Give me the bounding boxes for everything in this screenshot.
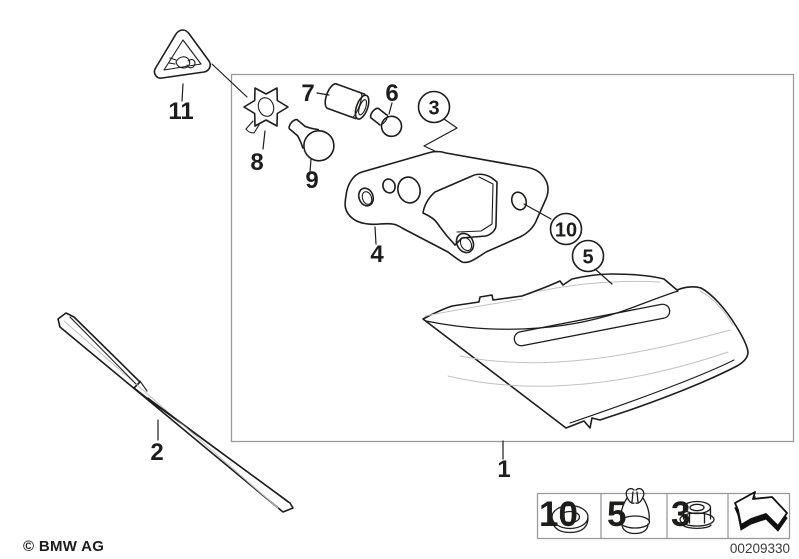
flange-nut-icon — [679, 500, 715, 530]
plate-outline — [344, 150, 549, 264]
callout-label-2[interactable]: 2 — [150, 439, 163, 466]
lamp-bottom-inner-line — [569, 359, 735, 424]
holder-body — [326, 83, 366, 120]
plate-hole-5-inner — [459, 236, 473, 252]
copyright-text: © BMW AG — [23, 538, 104, 555]
callout-10-leader — [523, 203, 552, 220]
callout-label-5[interactable]: 5 — [582, 247, 593, 269]
plate-hole-3 — [397, 176, 421, 204]
trim-notch — [133, 380, 148, 395]
bulb-large — [288, 118, 335, 162]
legend-cell-5[interactable]: 5 — [607, 487, 651, 535]
lamp-reflection-2 — [447, 351, 729, 387]
lamp-reflection-1 — [459, 329, 731, 364]
trim-strip — [57, 312, 294, 513]
callout-3-leader — [423, 118, 458, 153]
triangle-to-socket-leader — [211, 63, 248, 98]
small-bulb-base — [370, 107, 388, 126]
warning-triangle-icon — [153, 29, 211, 79]
callout-7-leader — [316, 92, 330, 96]
legend-cell-10[interactable]: 10 — [539, 495, 589, 534]
plate-cutout — [422, 173, 498, 246]
large-bulb-base-cap — [288, 118, 299, 130]
small-bulb-base-cap — [369, 107, 380, 119]
callout-label-8[interactable]: 8 — [250, 149, 263, 176]
callout-11-tick — [181, 83, 184, 102]
lamp-ledge-highlight — [424, 298, 523, 317]
trim-outline — [57, 312, 294, 513]
legend-label-10[interactable]: 10 — [539, 495, 578, 534]
small-bulb-glass — [380, 115, 403, 138]
legend-cell-arrow[interactable] — [734, 491, 788, 532]
callout-label-11[interactable]: 11 — [168, 98, 193, 125]
callout-label-1[interactable]: 1 — [497, 456, 510, 483]
callout-label-9[interactable]: 9 — [305, 167, 318, 194]
lamp-reflector-strip — [513, 303, 671, 347]
document-number: 00209330 — [730, 541, 790, 556]
socket-star-outline — [243, 87, 289, 127]
holder-opening — [358, 99, 368, 116]
legend: 10 5 3 — [536, 487, 791, 540]
plate-hole-5 — [455, 232, 475, 254]
callout-4-tick — [374, 226, 377, 245]
callout-5-circle[interactable] — [571, 239, 605, 273]
callout-label-10[interactable]: 10 — [555, 220, 577, 242]
small-bulb-collar — [378, 113, 389, 126]
lamp-fin-highlight — [539, 280, 661, 292]
lamp-right-highlight — [699, 290, 734, 326]
plate-hole-1-inner — [361, 191, 373, 205]
rear-light-assembly — [422, 273, 749, 429]
direction-arrow-icon — [734, 491, 788, 532]
plate-hole-2 — [382, 178, 396, 194]
callout-label-6[interactable]: 6 — [385, 80, 398, 107]
plate-cutout-wall — [456, 176, 494, 233]
callout-9-tick — [309, 158, 312, 173]
socket-tab — [245, 120, 260, 134]
bulb-socket — [243, 87, 289, 134]
callout-label-3[interactable]: 3 — [428, 98, 439, 120]
callout-8-tick — [262, 130, 266, 150]
holder-end — [354, 94, 370, 120]
triangle-outer — [153, 29, 211, 79]
triangle-inner — [163, 39, 202, 71]
lamp-outline — [422, 273, 749, 429]
trim-ridge-2 — [69, 316, 289, 503]
grommet-icon — [551, 504, 589, 534]
large-bulb-neck — [296, 125, 319, 149]
callout-3-circle[interactable] — [417, 90, 451, 124]
diagram-frame — [230, 73, 795, 443]
large-bulb-base — [288, 119, 306, 137]
callout-6-tick — [388, 102, 393, 115]
plate-hole-1 — [357, 187, 375, 207]
plug-hand-glyph — [168, 56, 196, 69]
bulb-holder — [324, 83, 370, 120]
legend-border — [536, 492, 791, 540]
callout-label-7[interactable]: 7 — [301, 80, 314, 107]
legend-cell-3[interactable]: 3 — [671, 495, 715, 534]
large-bulb-glass — [303, 129, 335, 162]
socket-center — [257, 97, 275, 117]
bulb-small — [369, 107, 403, 138]
callout-10-circle[interactable] — [549, 212, 583, 246]
plate-hole-4 — [510, 191, 528, 211]
expansion-clip-icon — [619, 487, 651, 535]
callout-5-leader — [594, 268, 613, 285]
gasket-plate — [344, 150, 549, 264]
callout-label-4[interactable]: 4 — [370, 241, 384, 268]
lamp-crease-line — [425, 290, 679, 330]
